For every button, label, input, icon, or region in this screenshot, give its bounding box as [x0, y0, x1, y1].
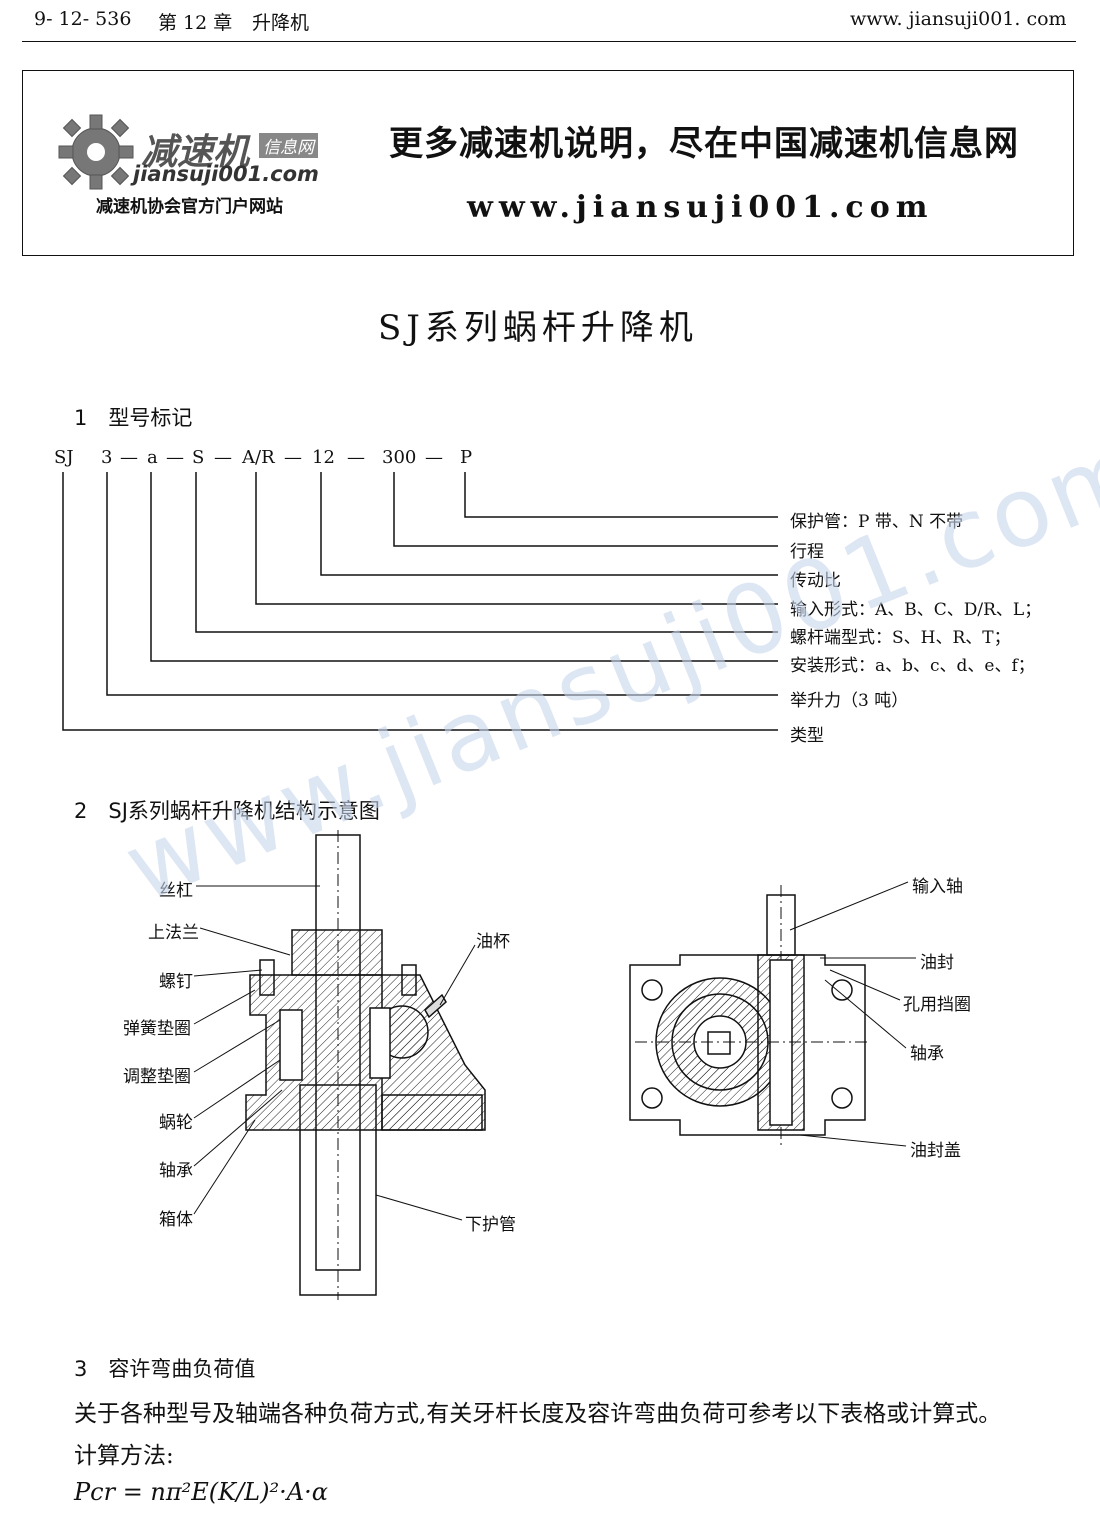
- code-part: 12: [312, 447, 335, 468]
- code-separator: —: [214, 447, 232, 468]
- code-part: S: [192, 447, 205, 468]
- banner-url[interactable]: www.jiansuji001.com: [467, 190, 934, 225]
- code-separator: —: [425, 447, 443, 468]
- header-rule: [22, 41, 1076, 42]
- calc-method-label: 计算方法:: [74, 1443, 174, 1469]
- logo-main: 减速机: [141, 132, 250, 173]
- label-bearing-right: 轴承: [910, 1044, 944, 1064]
- header-url: www. jiansuji001. com: [850, 8, 1067, 30]
- code-label-stroke: 行程: [790, 542, 824, 562]
- label-oil-seal-cover: 油封盖: [910, 1141, 961, 1161]
- label-lower-tube: 下护管: [465, 1215, 516, 1235]
- label-spring-washer: 弹簧垫圈: [123, 1019, 191, 1039]
- lift-section-drawing: [245, 830, 486, 1300]
- ad-banner[interactable]: 减速机 信息网 jiansuji001.com 减速机协会官方门户网站 更多减速…: [22, 70, 1074, 256]
- section-3-heading: 3 容许弯曲负荷值: [74, 1357, 256, 1381]
- code-label-lifting-force: 举升力（3 吨）: [790, 691, 909, 711]
- banner-slogan: 更多减速机说明，尽在中国减速机信息网: [389, 124, 1019, 164]
- page-title: SJ系列蜗杆升降机: [378, 308, 698, 348]
- label-input-shaft: 输入轴: [912, 877, 963, 897]
- section-2-heading: 2 SJ系列蜗杆升降机结构示意图: [74, 799, 380, 823]
- code-separator: —: [120, 447, 138, 468]
- code-part: P: [460, 447, 473, 468]
- page-number: 9- 12- 536: [34, 8, 132, 30]
- label-adjusting-washer: 调整垫圈: [123, 1067, 191, 1087]
- label-bearing: 轴承: [159, 1161, 193, 1181]
- label-bolt: 螺钉: [159, 972, 193, 992]
- section-3-text: 关于各种型号及轴端各种负荷方式,有关牙杆长度及容许弯曲负荷可参考以下表格或计算式…: [74, 1401, 1002, 1427]
- code-label-ratio: 传动比: [790, 571, 841, 591]
- code-separator: —: [347, 447, 365, 468]
- code-label-screw-end: 螺杆端型式：S、H、R、T；: [790, 628, 1011, 648]
- label-screw: 丝杠: [159, 881, 193, 901]
- code-part: A/R: [242, 447, 275, 468]
- label-oil-cup: 油杯: [476, 932, 510, 952]
- worm-section-drawing: [629, 885, 870, 1145]
- label-housing: 箱体: [159, 1210, 193, 1230]
- model-code-leader-lines: [62, 472, 778, 731]
- logo-caption: 减速机协会官方门户网站: [96, 197, 283, 217]
- chapter-number: 第 12 章: [158, 12, 233, 34]
- code-label-type: 类型: [790, 726, 824, 746]
- chapter-title: 升降机: [252, 12, 310, 34]
- logo-sub: 信息网: [259, 133, 318, 158]
- code-part: SJ: [54, 447, 74, 468]
- section-1-heading: 1 型号标记: [74, 406, 193, 430]
- formula: Pcr = nπ²E(K/L)²·A·α: [74, 1478, 328, 1506]
- code-separator: —: [284, 447, 302, 468]
- label-oil-seal: 油封: [920, 953, 954, 973]
- code-label-mounting: 安装形式：a、b、c、d、e、f；: [790, 656, 1035, 676]
- code-part: 300: [382, 447, 417, 468]
- code-label-protective-tube: 保护管：P 带、N 不带: [790, 512, 964, 532]
- code-part: a: [147, 447, 158, 468]
- label-worm-wheel: 蜗轮: [159, 1113, 193, 1133]
- label-retaining-ring: 孔用挡圈: [903, 995, 971, 1015]
- label-upper-flange: 上法兰: [148, 923, 199, 943]
- code-label-input-type: 输入形式：A、B、C、D/R、L；: [790, 600, 1042, 620]
- code-separator: —: [166, 447, 184, 468]
- logo-domain: jiansuji001.com: [133, 162, 319, 186]
- gear-icon: [58, 114, 134, 190]
- right-leader-lines: [789, 881, 916, 1147]
- code-part: 3: [101, 447, 113, 468]
- left-leader-lines: [193, 885, 476, 1221]
